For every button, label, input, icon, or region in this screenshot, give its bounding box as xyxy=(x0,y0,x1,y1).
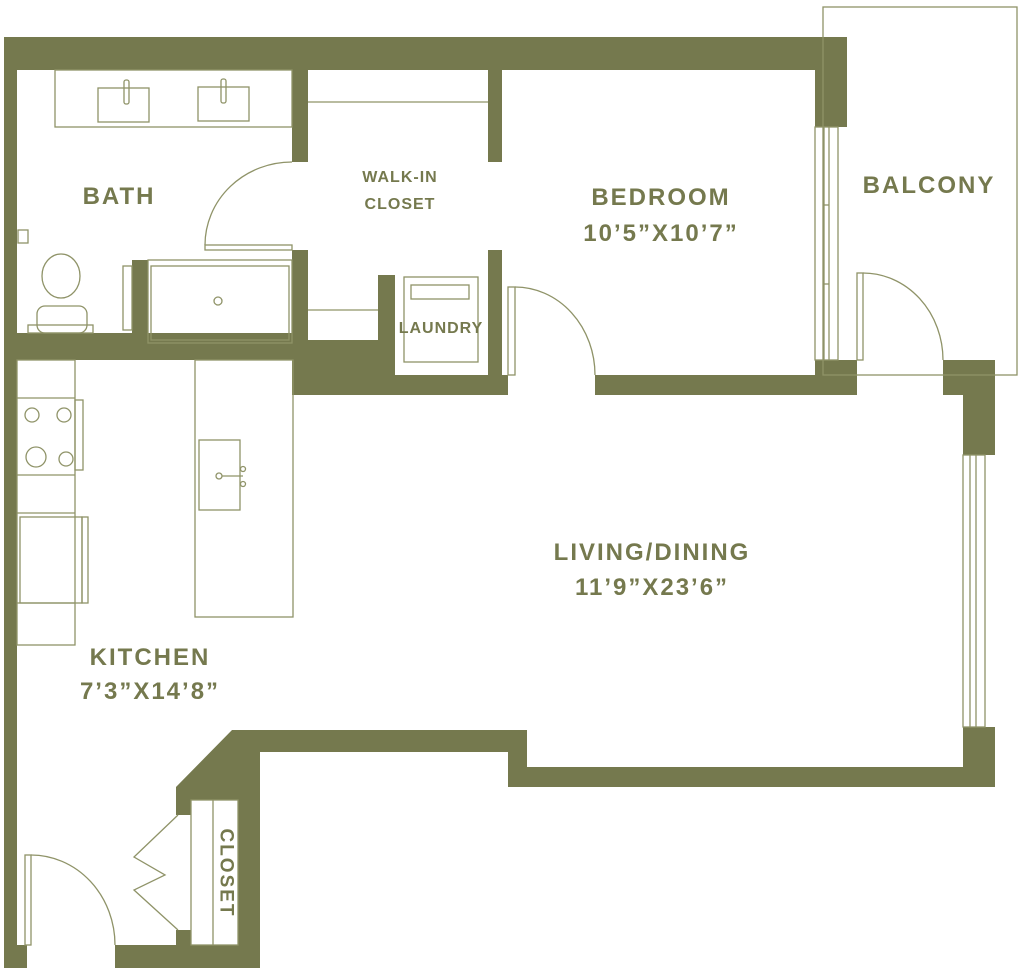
room-label-walk-in-closet-line1: WALK-IN xyxy=(362,169,438,186)
room-label-kitchen: KITCHEN xyxy=(89,644,211,671)
room-dimensions-living-dining: 11’9”X23’6” xyxy=(574,574,730,601)
room-label-bedroom: BEDROOM xyxy=(591,184,731,211)
room-label-living-dining: LIVING/DINING xyxy=(553,539,751,566)
room-dimensions-kitchen: 7’3”X14’8” xyxy=(79,678,221,705)
room-label-closet: CLOSET xyxy=(215,828,237,918)
room-label-laundry: LAUNDRY xyxy=(398,320,484,337)
room-label-balcony: BALCONY xyxy=(862,172,996,199)
walls xyxy=(4,37,995,968)
room-label-bath: BATH xyxy=(82,183,156,210)
room-dimensions-bedroom: 10’5”X10’7” xyxy=(583,220,739,247)
room-label-walk-in-closet-line2: CLOSET xyxy=(364,196,436,213)
fixtures xyxy=(16,6,1018,946)
